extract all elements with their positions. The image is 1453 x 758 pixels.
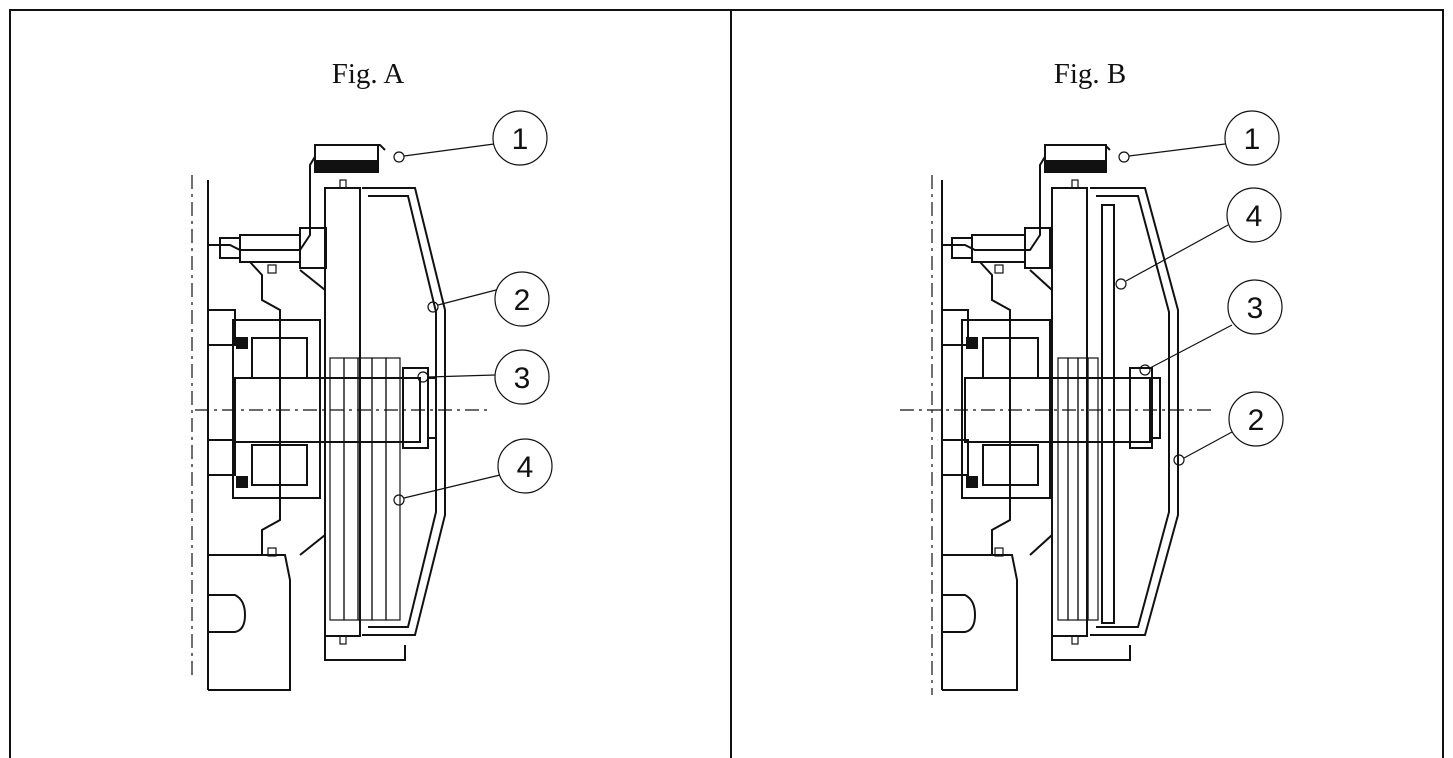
fig-a-seal-upper bbox=[236, 337, 248, 349]
fig-a-callout-4: 4 bbox=[403, 438, 553, 499]
fig-b-casing-bottom bbox=[942, 554, 1018, 691]
fig-b-disc bbox=[1057, 357, 1069, 621]
fig-a-nut bbox=[402, 367, 437, 449]
fig-a-drawing bbox=[191, 144, 490, 691]
fig-a-marker-4 bbox=[393, 494, 405, 506]
fig-a-marker-1 bbox=[393, 151, 405, 163]
fig-b-clamp-band bbox=[1045, 160, 1106, 172]
leader-line bbox=[403, 143, 495, 157]
fig-b-bearing-housing bbox=[961, 319, 1051, 499]
fig-b-nut bbox=[1129, 367, 1161, 449]
fig-b-oring-a bbox=[994, 264, 1004, 274]
leader-line bbox=[1149, 324, 1233, 369]
fig-a-disc bbox=[371, 357, 387, 621]
fig-a-casing-bottom bbox=[208, 554, 291, 691]
fig-a-bearing-housing bbox=[232, 319, 321, 499]
fig-a-rotor-stack bbox=[329, 357, 401, 621]
fig-b-liner bbox=[1101, 204, 1115, 624]
fig-a-title: Fig. A bbox=[332, 58, 405, 90]
fig-b-stud bbox=[971, 227, 1051, 269]
fig-a-bracket-inner bbox=[299, 269, 326, 556]
callout-circle bbox=[494, 349, 550, 405]
fig-b-cover bbox=[1090, 187, 1179, 636]
panel-fig-b: Fig. B bbox=[900, 58, 1284, 695]
callout-circle bbox=[1227, 279, 1283, 335]
callout-number: 4 bbox=[1246, 200, 1263, 233]
fig-b-callout-1: 1 bbox=[1128, 110, 1280, 166]
callout-number: 1 bbox=[512, 123, 529, 156]
fig-a-bracket-arm bbox=[249, 261, 281, 555]
fig-b-cover-inner bbox=[1096, 195, 1170, 628]
fig-b-drawing bbox=[900, 144, 1215, 695]
fig-b-callout-4: 4 bbox=[1125, 187, 1282, 282]
fig-a-bearing-seats bbox=[208, 309, 236, 476]
fig-b-bracket-inner bbox=[1029, 269, 1053, 556]
leader-line bbox=[427, 374, 496, 378]
leader-line bbox=[1125, 224, 1229, 282]
callout-circle bbox=[492, 110, 548, 166]
fig-b-callout-3: 3 bbox=[1149, 279, 1283, 369]
fig-a-oring-bottom bbox=[339, 635, 347, 645]
fig-a-shaft bbox=[234, 377, 421, 443]
fig-b-rotor-stack bbox=[1057, 357, 1099, 621]
fig-a-cover-foot bbox=[324, 636, 406, 661]
callout-circle bbox=[1224, 110, 1280, 166]
fig-a-seal-lower bbox=[236, 476, 248, 488]
fig-a-cover bbox=[362, 187, 446, 636]
fig-b-disc bbox=[1067, 357, 1079, 621]
fig-b-marker-1 bbox=[1118, 151, 1130, 163]
callout-number: 4 bbox=[517, 451, 534, 484]
fig-b-disc bbox=[1087, 357, 1099, 621]
leader-line bbox=[1128, 143, 1226, 157]
fig-a-marker-2 bbox=[427, 301, 439, 313]
fig-a-bearing-lower bbox=[251, 444, 308, 486]
fig-a-callout-3: 3 bbox=[427, 349, 550, 405]
callout-number: 3 bbox=[1247, 292, 1264, 325]
fig-b-title: Fig. B bbox=[1054, 58, 1127, 90]
callout-number: 3 bbox=[514, 362, 531, 395]
outer-border bbox=[9, 9, 1444, 758]
fig-b-cover-foot bbox=[1051, 636, 1131, 661]
fig-b-backplate bbox=[1051, 187, 1088, 637]
fig-b-oring-top bbox=[1071, 179, 1079, 189]
callout-number: 2 bbox=[1248, 404, 1265, 437]
callout-number: 2 bbox=[514, 284, 531, 317]
callout-circle bbox=[1228, 391, 1284, 447]
fig-b-bracket-arm bbox=[979, 261, 1011, 555]
fig-a-disc bbox=[329, 357, 345, 621]
fig-b-marker-4 bbox=[1115, 278, 1127, 290]
fig-a-disc bbox=[343, 357, 359, 621]
callout-circle bbox=[497, 438, 553, 494]
leader-line bbox=[1183, 431, 1233, 459]
callout-number: 1 bbox=[1244, 123, 1261, 156]
fig-b-bearing-lower bbox=[982, 444, 1039, 486]
fig-b-seal-lower bbox=[966, 476, 978, 488]
fig-a-clamp-band bbox=[315, 160, 378, 172]
fig-a-stud bbox=[239, 227, 327, 269]
fig-b-marker-2 bbox=[1173, 454, 1185, 466]
fig-b-oring-bottom bbox=[1071, 635, 1079, 645]
fig-a-callout-2: 2 bbox=[437, 271, 550, 327]
fig-b-seal-upper bbox=[966, 337, 978, 349]
fig-a-oring-b bbox=[267, 547, 277, 557]
leader-line bbox=[437, 289, 497, 306]
fig-a-callout-1: 1 bbox=[403, 110, 548, 166]
fig-b-callout-2: 2 bbox=[1183, 391, 1284, 459]
fig-b-marker-3 bbox=[1139, 364, 1151, 376]
fig-a-disc bbox=[385, 357, 401, 621]
panel-fig-a: Fig. A bbox=[191, 58, 553, 691]
fig-b-casing-top bbox=[941, 144, 1111, 690]
callout-circle bbox=[494, 271, 550, 327]
fig-b-bearing-seats bbox=[942, 309, 969, 476]
fig-a-oring-a bbox=[267, 264, 277, 274]
fig-a-oring-top bbox=[339, 179, 347, 189]
fig-b-oring-b bbox=[994, 547, 1004, 557]
leader-line bbox=[403, 474, 501, 499]
callout-circle bbox=[1226, 187, 1282, 243]
